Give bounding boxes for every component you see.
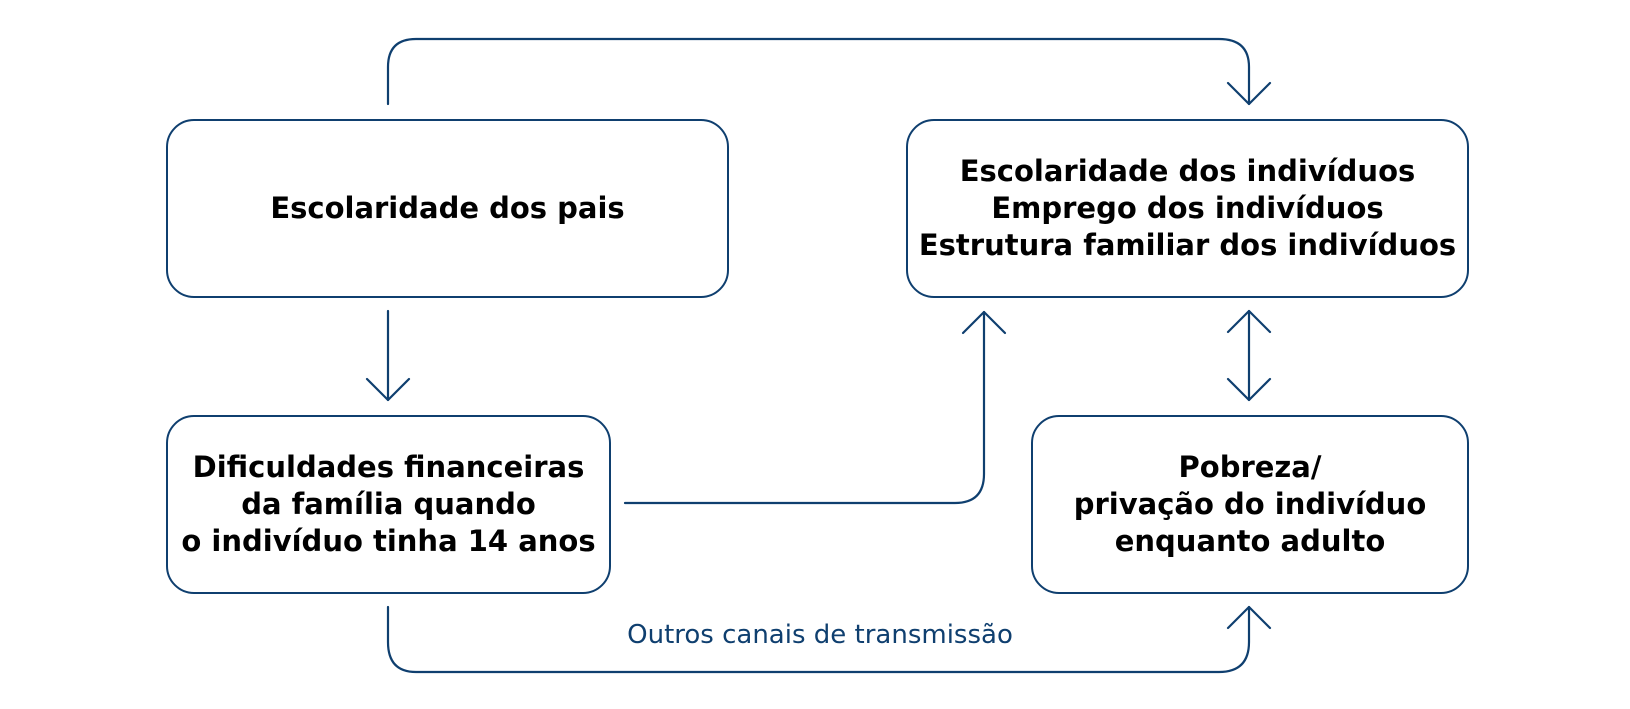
node-adult-poverty-line-1: Pobreza/ [1178,450,1322,484]
node-family-hardship-line-3: o indivíduo tinha 14 anos [181,524,596,558]
node-individual-outcomes: Escolaridade dos indivíduos Emprego dos … [906,119,1469,298]
arrowhead-poverty-top [1226,377,1272,402]
arrowhead-individuals-bottom-right [1226,309,1272,334]
node-adult-poverty-line-2: privação do indivíduo [1073,487,1427,521]
arrowhead-individuals-bottom-left [961,310,1007,335]
node-adult-poverty-line-3: enquanto adulto [1114,524,1386,558]
node-adult-poverty: Pobreza/ privação do indivíduo enquanto … [1031,415,1469,594]
node-parents-schooling-line-1: Escolaridade dos pais [270,191,625,225]
arrowhead-poverty-bottom [1226,605,1272,630]
node-family-hardship-line-1: Dificuldades financeiras [192,450,585,484]
node-family-hardship: Dificuldades financeiras da família quan… [166,415,611,594]
node-parents-schooling: Escolaridade dos pais [166,119,729,298]
node-individual-outcomes-line-2: Emprego dos indivíduos [991,191,1384,225]
edge-hardship-to-individuals [623,310,986,505]
node-individual-outcomes-line-1: Escolaridade dos indivíduos [959,154,1416,188]
node-individual-outcomes-line-3: Estrutura familiar dos indivíduos [918,228,1457,262]
arrowhead-individuals-top [1226,81,1272,106]
node-family-hardship-line-2: da família quando [241,487,536,521]
arrowhead-hardship-top [365,377,411,402]
edge-label-other-channels: Outros canais de transmissão [627,620,1013,650]
edge-hardship-to-poverty [386,605,1251,674]
edge-parents-to-individuals [386,37,1251,106]
